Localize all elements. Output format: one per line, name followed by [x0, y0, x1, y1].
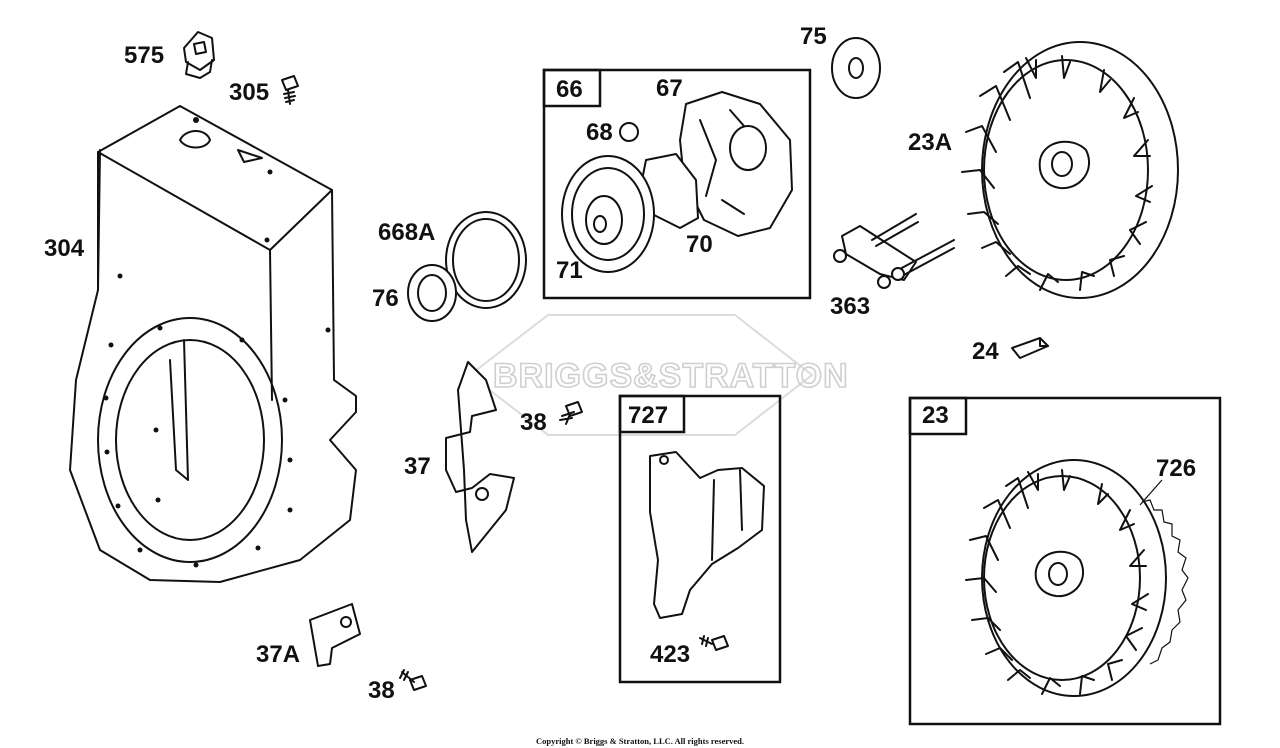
part-37A-bracket: [309, 603, 361, 667]
label-726: 726: [1156, 455, 1196, 482]
part-68-ball: [619, 122, 639, 142]
label-75: 75: [800, 23, 827, 50]
watermark-logo: BRIGGS&STRATTON: [468, 314, 849, 436]
label-23: 23: [922, 402, 949, 429]
label-71: 71: [556, 257, 583, 284]
part-71-pulley: [561, 155, 655, 273]
label-423: 423: [650, 641, 690, 668]
part-305-screw: [281, 75, 299, 105]
part-76-seal: [407, 264, 457, 322]
label-363: 363: [830, 293, 870, 320]
part-67-clutch-housing: [679, 91, 793, 237]
part-38-screw-upper: [559, 401, 583, 425]
label-305: 305: [229, 79, 269, 106]
label-668A: 668A: [378, 219, 435, 246]
box-727-tag: [618, 394, 686, 434]
part-363-bracket: [833, 213, 955, 289]
label-304: 304: [44, 235, 85, 262]
label-23A: 23A: [908, 129, 952, 156]
box-66-tag: [542, 68, 602, 108]
label-38-upper: 38: [520, 409, 547, 436]
part-727-shield: [649, 451, 765, 619]
part-75-washer: [831, 37, 881, 99]
label-24: 24: [972, 338, 999, 365]
part-23A-flywheel: [961, 41, 1179, 299]
part-304-blower-housing: [69, 105, 357, 583]
part-423-screw: [699, 635, 729, 651]
label-727: 727: [628, 402, 668, 429]
label-68: 68: [586, 119, 613, 146]
label-70: 70: [686, 231, 713, 258]
label-38-lower: 38: [368, 677, 395, 704]
copyright-notice: Copyright © Briggs & Stratton, LLC. All …: [536, 736, 744, 746]
part-37-air-guide: [445, 361, 515, 553]
part-38-screw-lower: [399, 669, 427, 691]
label-37A: 37A: [256, 641, 300, 668]
part-668A-gasket: [445, 211, 527, 309]
leader-726: [1139, 479, 1163, 506]
box-23-flywheel-assembly: [908, 396, 1222, 726]
part-24-key: [1011, 337, 1049, 359]
box-66-starter-clutch-assembly: [542, 68, 812, 300]
label-76: 76: [372, 285, 399, 312]
watermark-text: BRIGGS&STRATTON: [493, 357, 849, 395]
label-37: 37: [404, 453, 431, 480]
label-66: 66: [556, 76, 583, 103]
box-23-tag: [908, 396, 968, 436]
label-575: 575: [124, 42, 164, 69]
box-727-guard-assembly: [618, 394, 782, 684]
part-23-flywheel: [965, 459, 1189, 697]
part-575-plug: [183, 31, 215, 79]
label-67: 67: [656, 75, 683, 102]
